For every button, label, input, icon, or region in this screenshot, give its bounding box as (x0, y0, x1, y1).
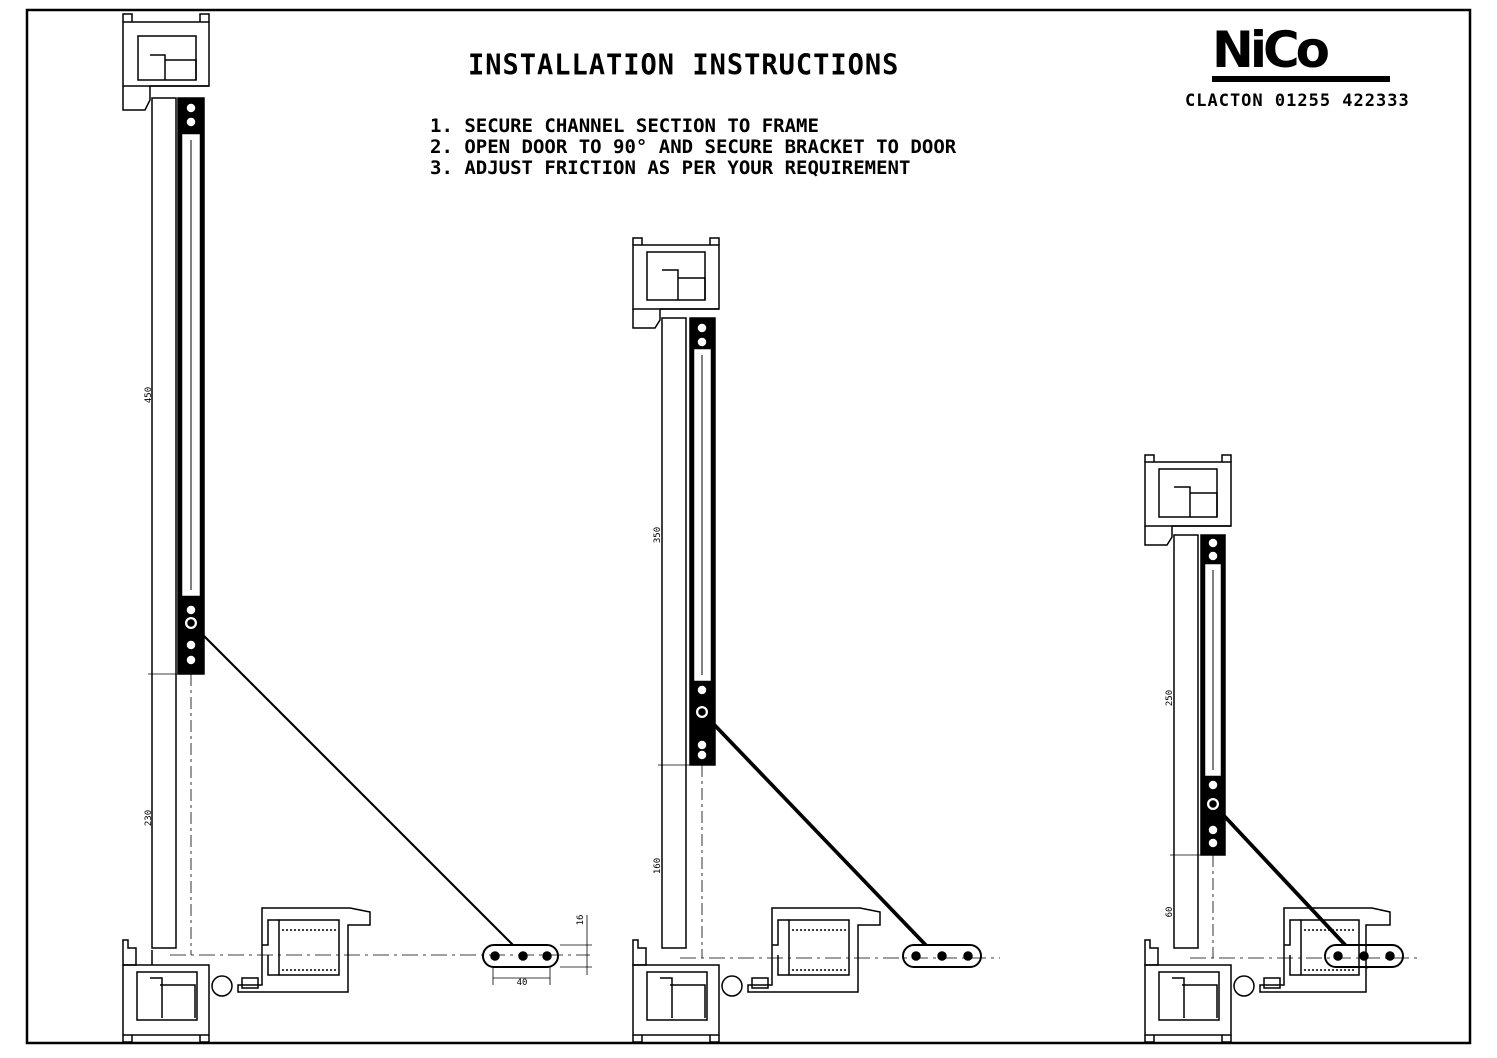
dim-250: 250 (1165, 690, 1175, 706)
dim-40: 40 (517, 978, 528, 988)
frame-profile-top-1 (122, 13, 210, 111)
drawing-3 (1144, 454, 1420, 1043)
instruction-step-2: 2. OPEN DOOR TO 90° AND SECURE BRACKET T… (430, 136, 957, 158)
dim-350: 350 (653, 527, 663, 543)
arm-3 (1205, 796, 1369, 969)
page-title: INSTALLATION INSTRUCTIONS (468, 49, 900, 82)
dim-230: 230 (144, 810, 154, 826)
channel-3 (1200, 534, 1226, 856)
bracket-3 (1324, 944, 1404, 968)
logo-text: NiCo (1212, 21, 1330, 79)
channel-2 (689, 317, 716, 766)
frame-profile-top-3 (1144, 454, 1232, 546)
dimensions-2 (658, 318, 1000, 959)
sash-1 (151, 97, 177, 949)
logo-underline (1212, 76, 1390, 82)
door-profile-1 (237, 907, 371, 993)
nico-logo: NiCo (1212, 22, 1392, 82)
dim-450: 450 (144, 387, 154, 403)
bracket-1 (482, 944, 559, 968)
dimensions-1 (148, 98, 592, 985)
frame-profile-bottom-2 (632, 939, 743, 1043)
instruction-list: 1. SECURE CHANNEL SECTION TO FRAME 2. OP… (430, 116, 956, 179)
dimensions-3 (1170, 535, 1420, 959)
arm-2 (694, 704, 948, 967)
instruction-step-3: 3. ADJUST FRICTION AS PER YOUR REQUIREME… (430, 157, 911, 179)
dim-160: 160 (653, 858, 663, 874)
instruction-step-1: 1. SECURE CHANNEL SECTION TO FRAME (430, 115, 819, 137)
dim-16: 16 (576, 915, 586, 926)
bracket-2 (902, 944, 982, 968)
dim-60: 60 (1165, 907, 1175, 918)
contact-phone: CLACTON 01255 422333 (1185, 91, 1410, 111)
drawing-1 (122, 13, 592, 1043)
door-profile-2 (747, 907, 881, 993)
door-profile-3 (1259, 907, 1391, 993)
frame-profile-bottom-1 (122, 939, 233, 1043)
sash-3 (1173, 534, 1199, 949)
channel-1 (177, 97, 205, 675)
drawing-2 (632, 237, 1000, 1043)
frame-profile-bottom-3 (1144, 939, 1255, 1043)
arm-1 (183, 615, 531, 963)
frame-profile-top-2 (632, 237, 720, 329)
sheet-border (25, 8, 1472, 1045)
sash-2 (661, 317, 687, 949)
